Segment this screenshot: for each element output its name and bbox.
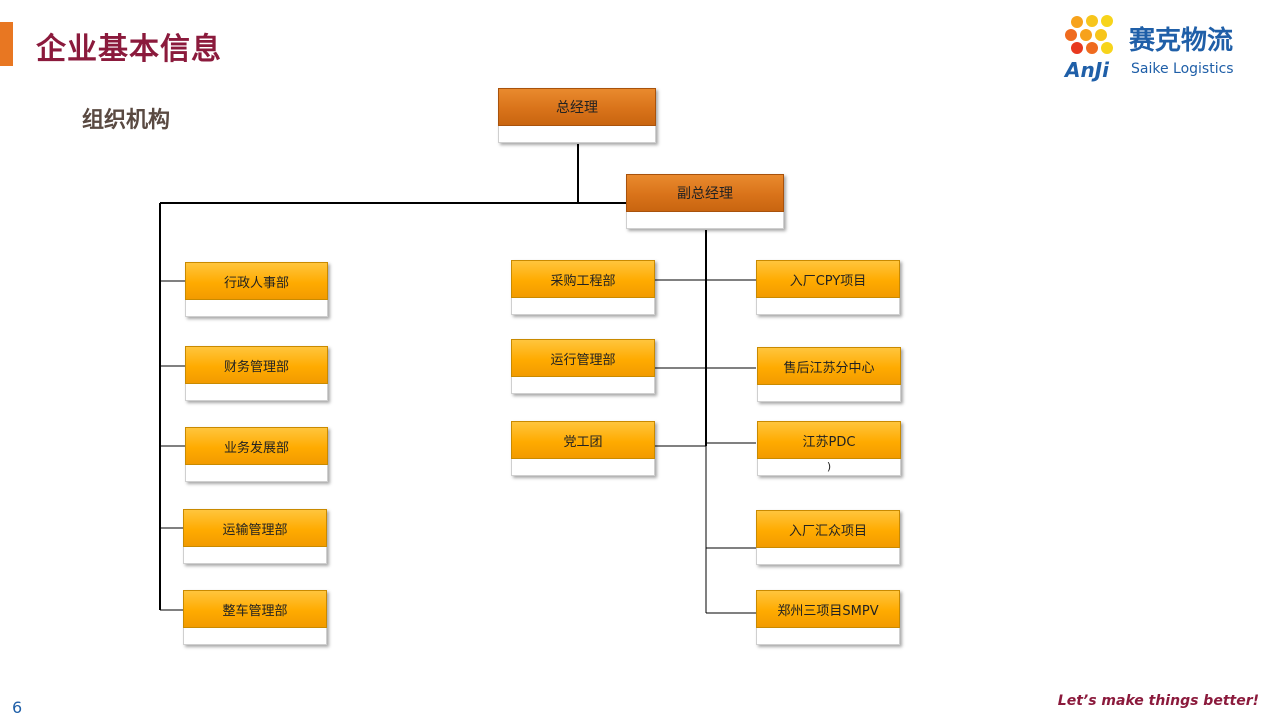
org-node-left-5: 整车管理部: [183, 590, 327, 645]
org-node-left-2: 财务管理部: [185, 346, 328, 401]
org-node-sub: [183, 547, 327, 564]
org-node-title: 入厂汇众项目: [756, 510, 900, 548]
section-title: 组织机构: [82, 108, 171, 133]
logo-anji: AnJi: [1065, 58, 1110, 82]
org-node-mid-1: 采购工程部: [511, 260, 655, 315]
org-node-sub: [498, 126, 656, 143]
org-node-sub: [185, 465, 328, 482]
org-node-sub: [185, 300, 328, 317]
org-node-title: 郑州三项目SMPV: [756, 590, 900, 628]
org-node-sub: [511, 377, 655, 394]
org-node-left-3: 业务发展部: [185, 427, 328, 482]
org-node-title: 采购工程部: [511, 260, 655, 298]
org-node-sub: [756, 548, 900, 565]
org-node-title: 党工团: [511, 421, 655, 459]
org-node-right-3: 江苏PDC ): [757, 421, 901, 476]
org-node-sub: [756, 628, 900, 645]
org-node-sub: [626, 212, 784, 229]
org-node-mid-2: 运行管理部: [511, 339, 655, 394]
org-node-gm: 总经理: [498, 88, 656, 143]
logo-dots-icon: [1065, 15, 1113, 54]
page-title: 企业基本信息: [36, 32, 222, 67]
org-node-title: 业务发展部: [185, 427, 328, 465]
org-node-right-1: 入厂CPY项目: [756, 260, 900, 315]
org-node-title: 总经理: [498, 88, 656, 126]
org-node-sub: [183, 628, 327, 645]
company-logo: 赛克物流 AnJi Saike Logistics: [1063, 14, 1253, 82]
title-accent-bar: [0, 22, 13, 66]
org-node-right-4: 入厂汇众项目: [756, 510, 900, 565]
org-node-title: 入厂CPY项目: [756, 260, 900, 298]
org-node-title: 江苏PDC: [757, 421, 901, 459]
org-node-left-4: 运输管理部: [183, 509, 327, 564]
org-node-right-2: 售后江苏分中心: [757, 347, 901, 402]
footer-tagline: Let’s make things better!: [1057, 693, 1259, 709]
logo-chinese-name: 赛克物流: [1129, 26, 1234, 56]
org-node-title: 行政人事部: [185, 262, 328, 300]
org-node-sub: ): [757, 459, 901, 476]
logo-english-name: Saike Logistics: [1131, 61, 1234, 77]
org-node-title: 售后江苏分中心: [757, 347, 901, 385]
org-node-title: 财务管理部: [185, 346, 328, 384]
org-node-sub: [756, 298, 900, 315]
org-node-title: 副总经理: [626, 174, 784, 212]
org-node-title: 运输管理部: [183, 509, 327, 547]
page-number: 6: [12, 698, 23, 717]
org-node-right-5: 郑州三项目SMPV: [756, 590, 900, 645]
org-node-title: 整车管理部: [183, 590, 327, 628]
org-node-sub: [511, 459, 655, 476]
org-node-sub: [511, 298, 655, 315]
org-node-left-1: 行政人事部: [185, 262, 328, 317]
org-node-deputy: 副总经理: [626, 174, 784, 229]
org-node-sub: [185, 384, 328, 401]
org-node-mid-3: 党工团: [511, 421, 655, 476]
org-node-sub: [757, 385, 901, 402]
org-node-title: 运行管理部: [511, 339, 655, 377]
